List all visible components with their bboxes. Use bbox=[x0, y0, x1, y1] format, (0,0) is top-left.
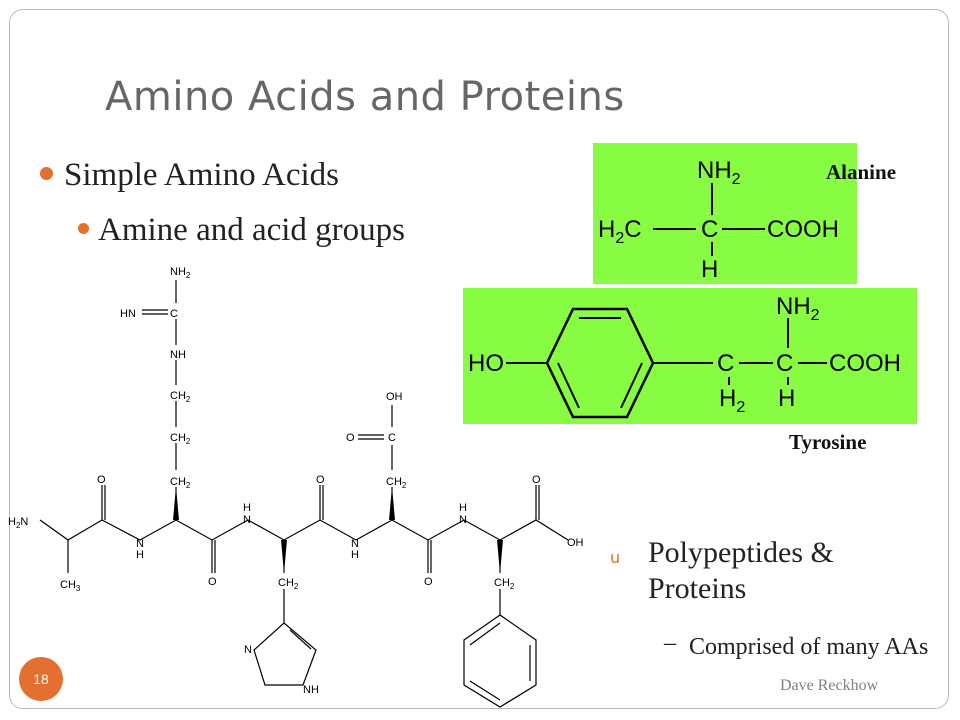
pep-o3: O bbox=[316, 474, 325, 486]
bullet-dot bbox=[40, 166, 53, 180]
bullet-marker: u bbox=[610, 548, 621, 567]
alanine-c: C bbox=[701, 216, 718, 243]
tyrosine-c2: C bbox=[776, 350, 793, 377]
tyrosine-structure: HO C C COOH NH2 H2 H bbox=[463, 288, 917, 424]
page-number-badge: 18 bbox=[19, 657, 63, 701]
pep-ch2-a3: CH2 bbox=[170, 390, 191, 404]
alanine-h2c: H2C bbox=[598, 216, 642, 247]
slide-title: Amino Acids and Proteins bbox=[105, 74, 625, 120]
pep-hn: HN bbox=[120, 308, 136, 320]
sub-bullet-dash: – bbox=[664, 630, 676, 656]
pep-n3: N bbox=[351, 538, 359, 550]
pep-h3: H bbox=[351, 549, 359, 561]
pep-h2: H bbox=[243, 502, 251, 514]
pep-oh-term: OH bbox=[567, 537, 584, 549]
pep-ch2-h: CH2 bbox=[278, 577, 299, 591]
pep-ch2-a2: CH2 bbox=[170, 432, 191, 446]
pep-ch2-d: CH2 bbox=[386, 476, 407, 490]
bullet-simple-amino-acids: Simple Amino Acids bbox=[40, 157, 339, 194]
pep-o1: O bbox=[97, 474, 106, 486]
tyrosine-svg: HO C C COOH NH2 H2 H bbox=[468, 293, 901, 419]
pep-h2n: H2N bbox=[8, 516, 28, 530]
pep-c-guan: C bbox=[170, 308, 178, 320]
pep-ch2-f: CH2 bbox=[494, 577, 515, 591]
alanine-svg: NH2 H2C C COOH H bbox=[598, 157, 839, 283]
bullet-text: Amine and acid groups bbox=[98, 212, 406, 248]
pep-o4: O bbox=[424, 576, 433, 588]
alanine-cooh: COOH bbox=[767, 216, 839, 243]
alanine-nh2: NH2 bbox=[697, 157, 741, 188]
tyrosine-cooh: COOH bbox=[829, 350, 901, 377]
bullet-amine-acid-groups: Amine and acid groups bbox=[78, 212, 405, 249]
tyrosine-label: Tyrosine bbox=[789, 430, 867, 454]
tyrosine-c1: C bbox=[717, 350, 734, 377]
pep-h4: H bbox=[459, 502, 467, 514]
alanine-label: Alanine bbox=[826, 160, 897, 184]
pep-nh2: NH2 bbox=[170, 266, 191, 280]
tyrosine-ho: HO bbox=[468, 350, 504, 377]
pep-o-asp: O bbox=[346, 432, 355, 444]
tyrosine-nh2: NH2 bbox=[776, 293, 820, 324]
pep-h1: H bbox=[136, 549, 144, 561]
bullet-polypeptides: Polypeptides & Proteins bbox=[648, 536, 834, 605]
pep-ch2-a1: CH2 bbox=[170, 476, 191, 490]
pep-o5: O bbox=[532, 474, 541, 486]
tyrosine-h: H bbox=[778, 385, 795, 412]
pep-n-ring: N bbox=[244, 644, 252, 656]
footer-author: Dave Reckhow bbox=[780, 677, 879, 694]
bullet-comprised: Comprised of many AAs bbox=[689, 634, 929, 660]
bullet-text: Simple Amino Acids bbox=[64, 157, 340, 193]
alanine-h: H bbox=[701, 256, 718, 283]
bullet-dot bbox=[78, 222, 89, 234]
peptide-structure: H2N CH3 O N H CH2 CH2 CH2 NH C HN NH2 O … bbox=[8, 266, 584, 708]
pep-c-asp: C bbox=[388, 432, 396, 444]
pep-oh-asp: OH bbox=[386, 391, 403, 403]
pep-nh: NH bbox=[170, 349, 186, 361]
tyrosine-h2: H2 bbox=[719, 385, 745, 416]
pep-ch3: CH3 bbox=[60, 579, 81, 593]
pep-n1: N bbox=[136, 538, 144, 550]
pep-nh-ring: NH bbox=[303, 684, 319, 696]
alanine-structure: NH2 H2C C COOH H bbox=[593, 143, 857, 284]
pep-n4: N bbox=[459, 514, 467, 526]
pep-o2: O bbox=[208, 576, 217, 588]
pep-n2: N bbox=[243, 514, 251, 526]
